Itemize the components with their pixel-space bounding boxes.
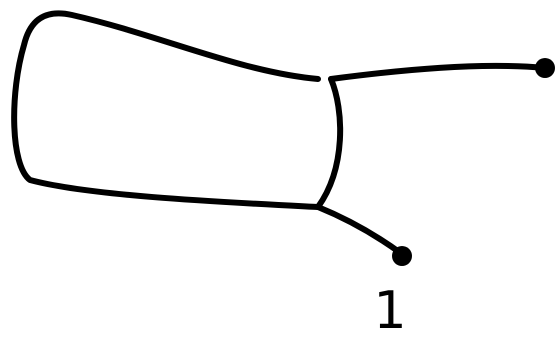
upper-lead [331,66,545,79]
loop-outline [14,13,318,207]
terminal-label-1: 1 [373,281,406,340]
terminal-bottom [392,246,412,266]
lower-lead [318,207,402,254]
terminal-top-right [535,58,555,78]
right-segment [318,79,340,207]
